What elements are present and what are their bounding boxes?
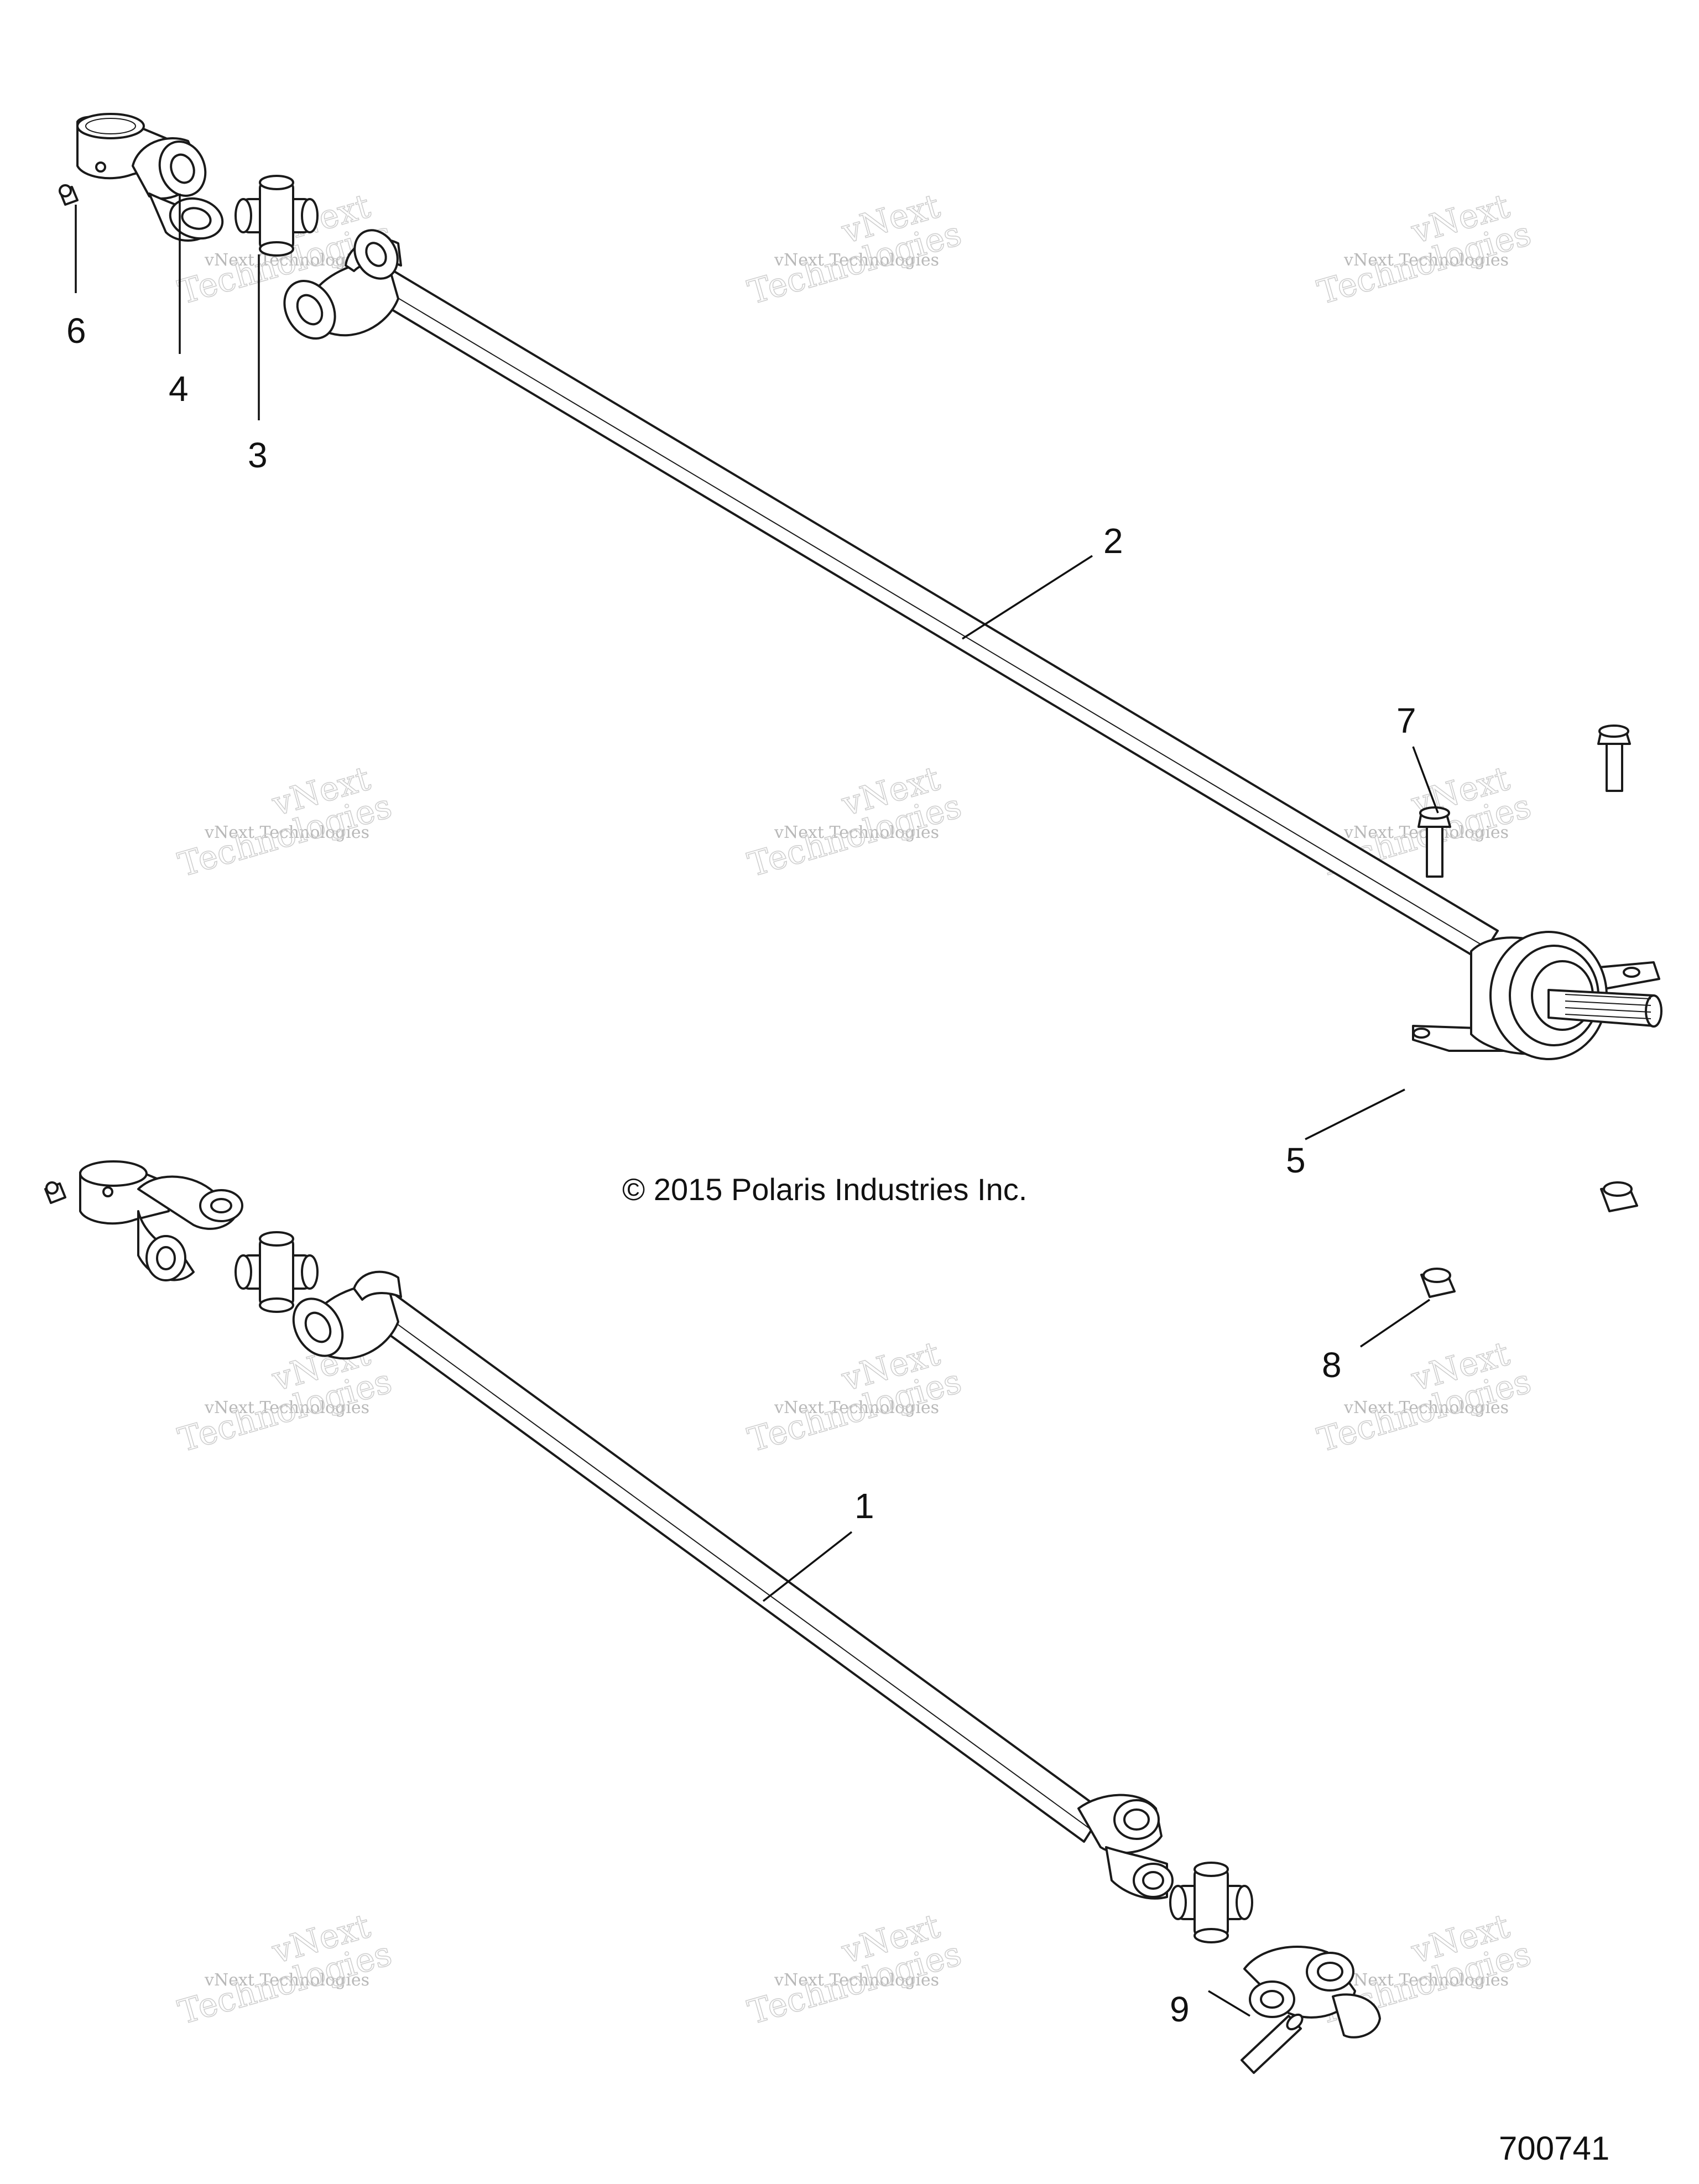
callout-6: 6 (66, 311, 86, 351)
end-yoke-lower (1243, 1946, 1381, 2039)
watermark-text: vNext Technologies (204, 1398, 369, 1417)
leader-line-5 (1305, 1088, 1405, 1140)
flange-nut (1420, 1268, 1456, 1298)
shaft-end-yoke-lower-right (1077, 1794, 1174, 1900)
callout-2: 2 (1103, 521, 1123, 561)
leader-line-2 (962, 555, 1093, 640)
watermark-text: vNext Technologies (774, 1971, 939, 1990)
callout-7: 7 (1396, 701, 1416, 741)
callout-9: 9 (1170, 1989, 1190, 2029)
propshaft-tube-lower (371, 1290, 1104, 1843)
slip-yoke-lower (79, 1160, 243, 1281)
leader-line-1 (762, 1531, 853, 1602)
grease-fitting-upper (59, 184, 79, 206)
roll-pin (1241, 2013, 1304, 2074)
copyright-notice: © 2015 Polaris Industries Inc. (622, 1172, 1027, 1207)
u-joint-cross-upper (234, 175, 319, 257)
watermark-text: vNext Technologies (774, 251, 939, 270)
shaft-end-yoke-lower-left (292, 1270, 402, 1360)
upper-propshaft-assembly (59, 113, 1662, 1298)
u-joint-cross-lower-left (234, 1231, 319, 1313)
callout-8: 8 (1322, 1345, 1342, 1385)
callout-4: 4 (169, 369, 189, 409)
watermark-text: vNext Technologies (1343, 1398, 1509, 1417)
leader-line-7 (1412, 746, 1439, 814)
callout-3: 3 (248, 435, 268, 475)
propshaft-tube-upper (371, 268, 1499, 961)
slip-yoke-upper (76, 113, 224, 242)
watermark-text: vNext Technologies (1343, 1971, 1509, 1990)
flange-bolt (1417, 806, 1451, 878)
grease-fitting-lower (44, 1181, 66, 1204)
drawing-number: 700741 (1499, 2130, 1609, 2167)
callout-5: 5 (1286, 1140, 1306, 1180)
watermark-text: vNext Technologies (204, 823, 369, 842)
leader-lines (75, 194, 1439, 2017)
carrier-bearing (1412, 931, 1662, 1060)
shaft-end-yoke-upper (283, 229, 402, 340)
leader-line-8 (1360, 1299, 1430, 1348)
watermark-text: vNext Technologies (1343, 251, 1509, 270)
callout-1: 1 (854, 1486, 874, 1526)
leader-line-9 (1208, 1990, 1250, 2017)
watermark-text: vNext Technologies (774, 823, 939, 842)
flange-nut (1600, 1181, 1638, 1212)
u-joint-cross-lower-right (1169, 1862, 1253, 1943)
watermark-text: vNext Technologies (774, 1398, 939, 1417)
watermarks: vNext Technologies vNext Technologies vN… (174, 186, 1536, 2032)
lower-propshaft-assembly (44, 1160, 1381, 2074)
callouts: 1 2 3 4 5 6 7 8 9 (66, 311, 1416, 2029)
watermark-text: vNext Technologies (204, 1971, 369, 1990)
flange-bolt (1597, 724, 1631, 792)
